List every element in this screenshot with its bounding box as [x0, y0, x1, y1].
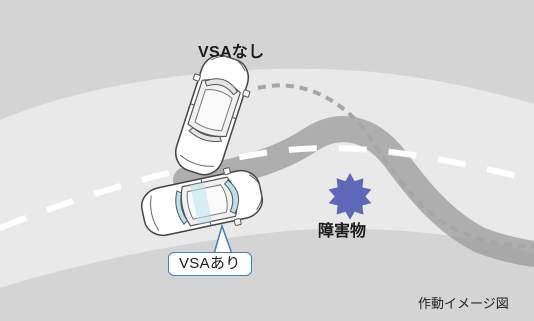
label-with-vsa: VSAあり [168, 252, 252, 276]
label-without-vsa: VSAなし [198, 44, 265, 61]
road [0, 68, 534, 288]
lane-marking [0, 145, 534, 231]
skid-dashed-path [257, 83, 534, 248]
caption: 作動イメージ図 [418, 296, 509, 311]
obstacle-starburst-icon [328, 173, 372, 220]
label-obstacle: 障害物 [318, 223, 367, 240]
